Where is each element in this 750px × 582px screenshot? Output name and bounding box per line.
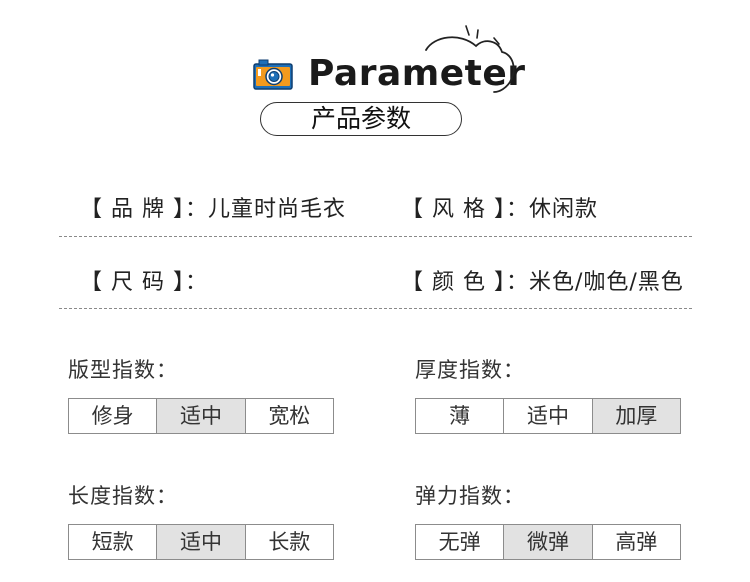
subtitle-pill: 产品参数 (260, 102, 462, 136)
spec-style-label: 【 风 格 】： (401, 197, 529, 222)
spec-color-value: 米色/咖色/黑色 (528, 270, 684, 295)
camera-icon (253, 59, 293, 90)
spec-size: 【 尺 码 】： (80, 268, 208, 298)
index-option: 短款 (69, 525, 158, 559)
spec-size-label: 【 尺 码 】： (80, 270, 208, 295)
divider (59, 308, 692, 309)
index-option-selected: 适中 (157, 525, 246, 559)
spec-color-label: 【 颜 色 】： (401, 270, 529, 295)
index-option: 宽松 (268, 404, 311, 428)
index-option-selected: 微弹 (504, 525, 593, 559)
index-fit-scale: 修身 适中 宽松 (68, 398, 334, 434)
spec-style: 【 风 格 】：休闲款 (401, 195, 598, 225)
index-thickness-label: 厚度指数： (415, 358, 525, 382)
divider (59, 236, 692, 237)
spec-brand-value: 儿童时尚毛衣 (207, 197, 346, 222)
index-option-selected: 加厚 (592, 399, 680, 433)
index-option: 适中 (504, 399, 593, 433)
spec-style-value: 休闲款 (528, 197, 598, 222)
spec-color: 【 颜 色 】：米色/咖色/黑色 (401, 268, 684, 298)
index-elasticity-scale: 无弹 微弹 高弹 (415, 524, 681, 560)
index-option: 无弹 (416, 525, 505, 559)
index-option: 修身 (69, 399, 158, 433)
index-elasticity-label: 弹力指数： (415, 484, 525, 508)
index-thickness-scale: 薄 适中 加厚 (415, 398, 681, 434)
index-option: 薄 (416, 399, 505, 433)
index-length-scale: 短款 适中 长款 (68, 524, 334, 560)
index-option-selected: 适中 (157, 399, 246, 433)
page-title: Parameter (308, 53, 526, 94)
index-option: 高弹 (615, 530, 658, 554)
index-fit-label: 版型指数： (68, 358, 178, 382)
spec-brand: 【 品 牌 】：儿童时尚毛衣 (80, 195, 346, 225)
index-length-label: 长度指数： (68, 484, 178, 508)
cloud-doodle-icon (425, 25, 515, 93)
spec-brand-label: 【 品 牌 】： (80, 197, 208, 222)
index-option: 长款 (268, 530, 311, 554)
